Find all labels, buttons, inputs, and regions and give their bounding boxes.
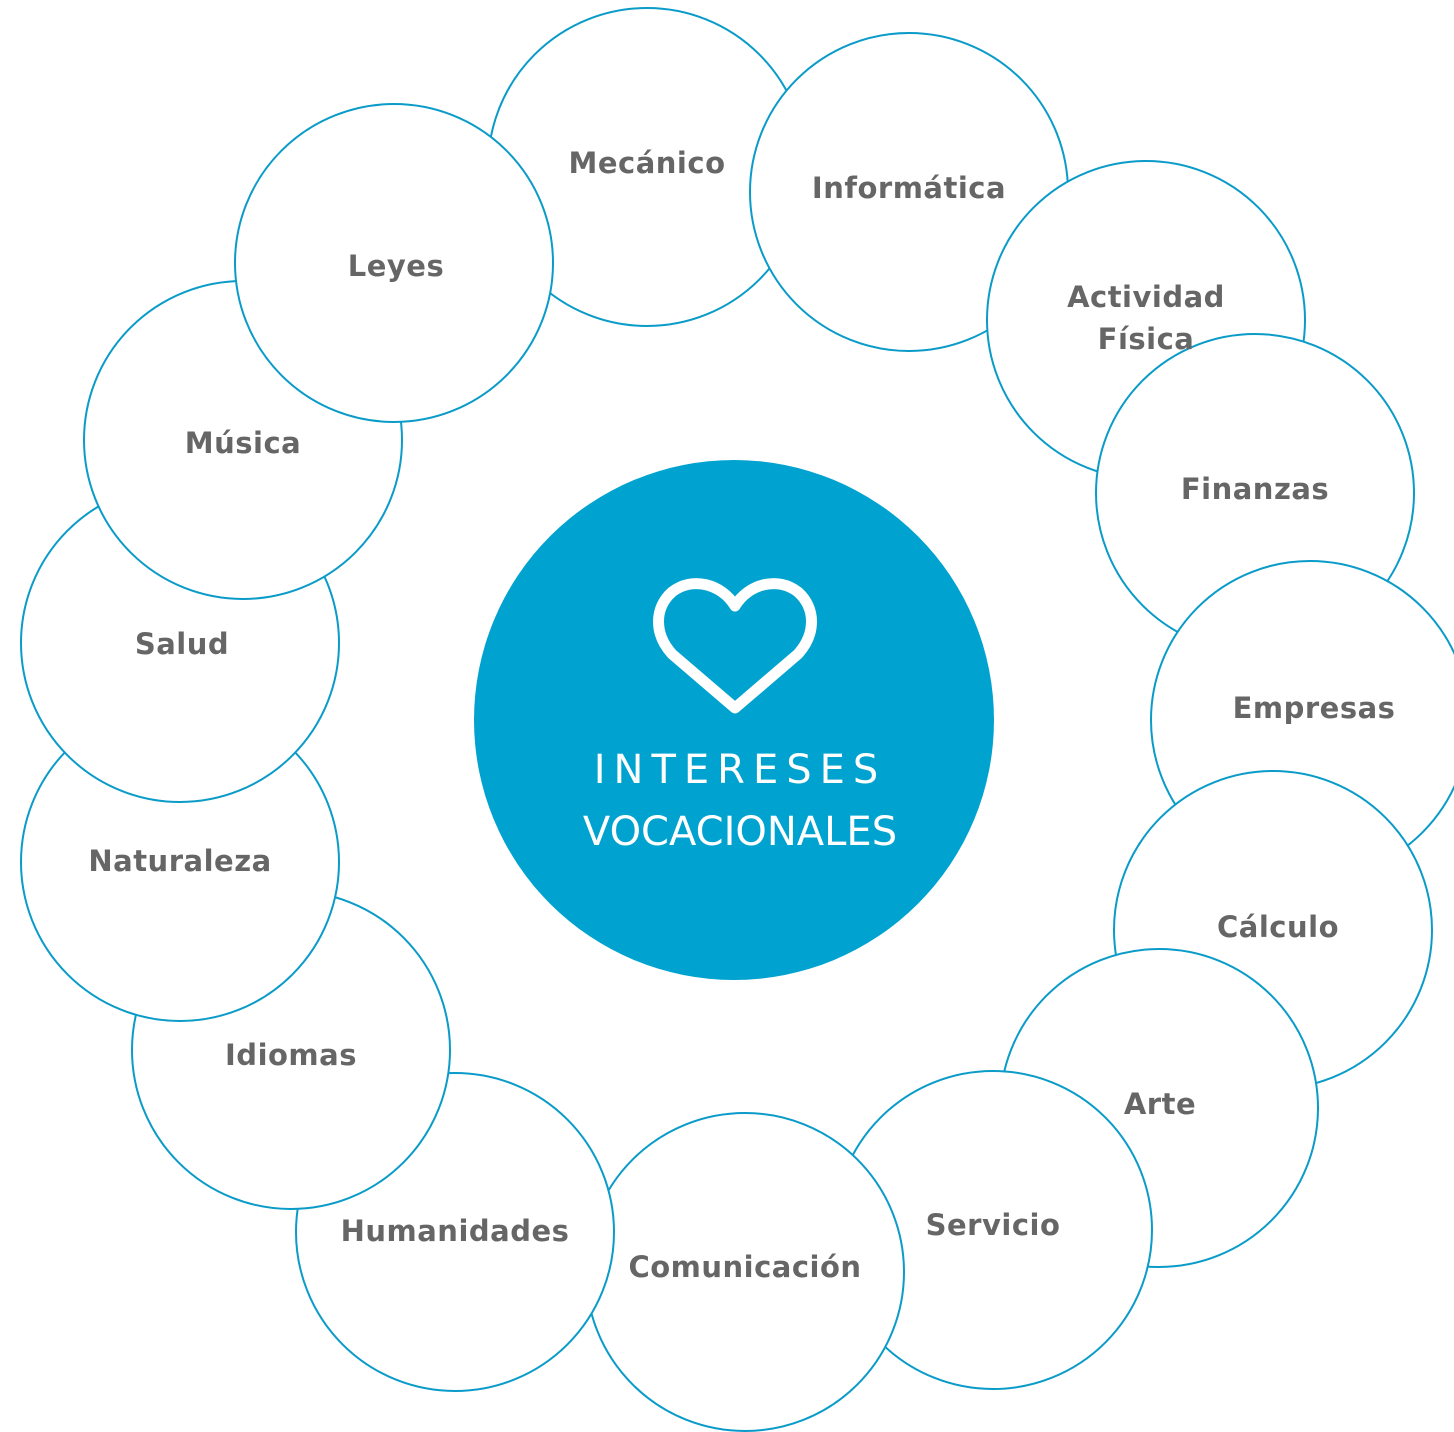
interest-label-finanzas: Finanzas bbox=[1180, 472, 1330, 506]
interest-label-naturaleza: Naturaleza bbox=[88, 844, 272, 878]
interest-label-idiomas: Idiomas bbox=[225, 1038, 357, 1072]
interest-label-calculo: Cálculo bbox=[1217, 910, 1339, 944]
bubble-comunicacion bbox=[585, 1112, 905, 1432]
interest-label-arte: Arte bbox=[1123, 1087, 1197, 1121]
center-title-line2: VOCACIONALES bbox=[582, 809, 898, 855]
interest-label-informatica: Informática bbox=[811, 171, 1007, 205]
center-title-line1: INTERESES bbox=[593, 747, 887, 793]
center-circle bbox=[474, 460, 994, 980]
interest-label-servicio: Servicio bbox=[925, 1208, 1061, 1242]
interest-label-leyes: Leyes bbox=[347, 249, 445, 283]
interest-label-musica: Música bbox=[184, 426, 302, 460]
interest-label-empresas: Empresas bbox=[1232, 691, 1396, 725]
interest-label-actividad-fisica: Actividad Física bbox=[1067, 280, 1225, 356]
heart-icon bbox=[653, 578, 817, 714]
interest-label-mecanico: Mecánico bbox=[568, 146, 726, 180]
interest-label-comunicacion: Comunicación bbox=[628, 1250, 862, 1284]
interest-label-salud: Salud bbox=[134, 627, 230, 661]
interest-label-humanidades: Humanidades bbox=[340, 1214, 570, 1248]
bubble-leyes bbox=[234, 103, 554, 423]
